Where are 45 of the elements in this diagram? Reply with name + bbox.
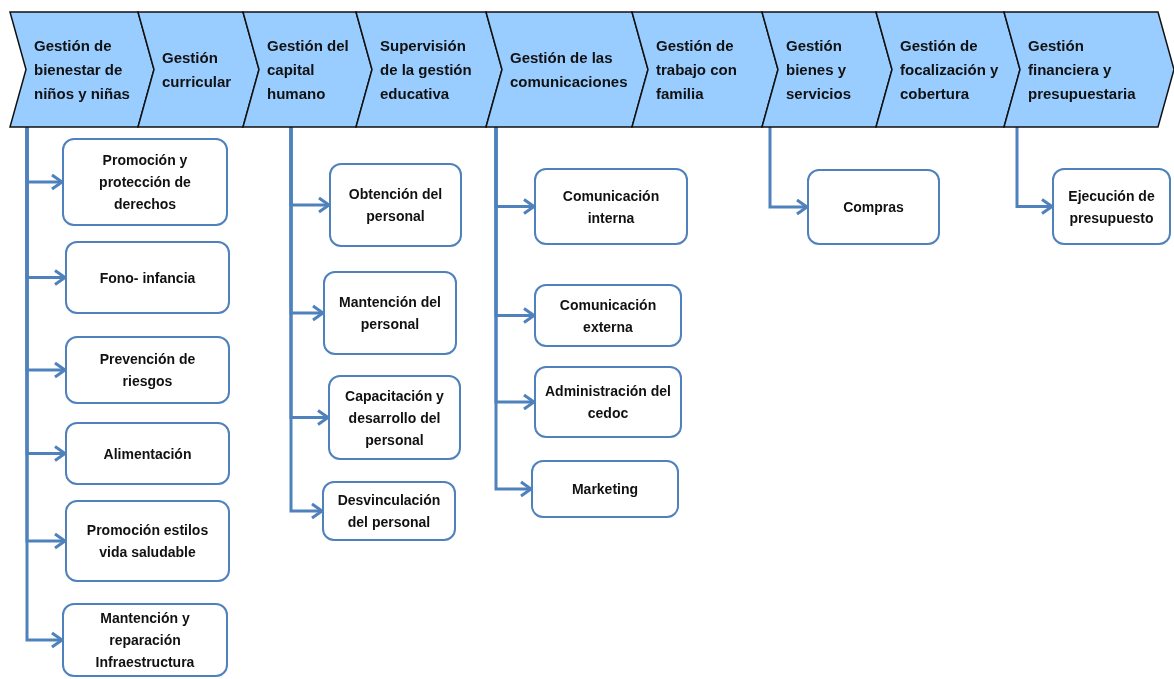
connector-arrow xyxy=(768,127,809,216)
box-label: Promoción estilos vida saludable xyxy=(85,521,210,562)
box-label: Comunicación externa xyxy=(558,295,658,337)
box-label: Mantención y reparación Infraestructura xyxy=(94,609,196,672)
box-label: Compras xyxy=(843,198,904,217)
box-label: Prevención de riesgos xyxy=(98,350,197,391)
box-label: Obtención del personal xyxy=(347,185,444,226)
box-label: Fono- infancia xyxy=(99,268,196,288)
box-label: Ejecución de presupuesto xyxy=(1067,186,1156,228)
box-label: Marketing xyxy=(571,480,639,499)
chevron-label: Gestión de focalización y cobertura xyxy=(900,35,1000,104)
process-box xyxy=(329,163,462,247)
chevron-label: Gestión de bienestar de niños y niñas xyxy=(34,35,131,104)
process-box xyxy=(1052,168,1171,245)
box-label: Desvinculación del personal xyxy=(336,491,442,532)
box-label: Comunicación interna xyxy=(561,186,661,228)
process-box xyxy=(534,168,688,245)
chevron-label: Gestión financiera y presupuestaria xyxy=(1028,35,1137,104)
box-label: Administración del cedoc xyxy=(544,382,672,423)
box-label: Alimentación xyxy=(103,444,192,464)
chevron-label: Gestión de trabajo con familia xyxy=(656,35,738,104)
process-box xyxy=(65,422,230,485)
chevron-label: Supervisión de la gestión educativa xyxy=(380,35,473,104)
process-box xyxy=(807,169,940,245)
process-box xyxy=(534,284,682,347)
process-box xyxy=(65,241,230,314)
connector-arrow xyxy=(494,127,533,498)
process-box xyxy=(65,336,230,404)
box-label: Capacitación y desarrollo del personal xyxy=(344,386,445,450)
connector-arrow xyxy=(1015,127,1054,215)
process-box xyxy=(62,138,228,226)
process-box xyxy=(531,460,679,518)
chevron-label: Gestión de las comunicaciones xyxy=(510,47,629,92)
box-label: Mantención del personal xyxy=(338,293,442,334)
process-box xyxy=(65,500,230,582)
chevron-label: Gestión curricular xyxy=(162,47,233,92)
connector-arrow xyxy=(289,127,324,520)
process-box xyxy=(62,603,228,677)
process-box xyxy=(328,375,461,460)
process-box xyxy=(534,366,682,438)
process-box xyxy=(323,271,457,355)
process-box xyxy=(322,481,456,541)
box-label: Promoción y protección de derechos xyxy=(98,151,192,214)
chevron-label: Gestión del capital humano xyxy=(267,35,350,104)
chevron-label: Gestión bienes y servicios xyxy=(786,35,853,104)
